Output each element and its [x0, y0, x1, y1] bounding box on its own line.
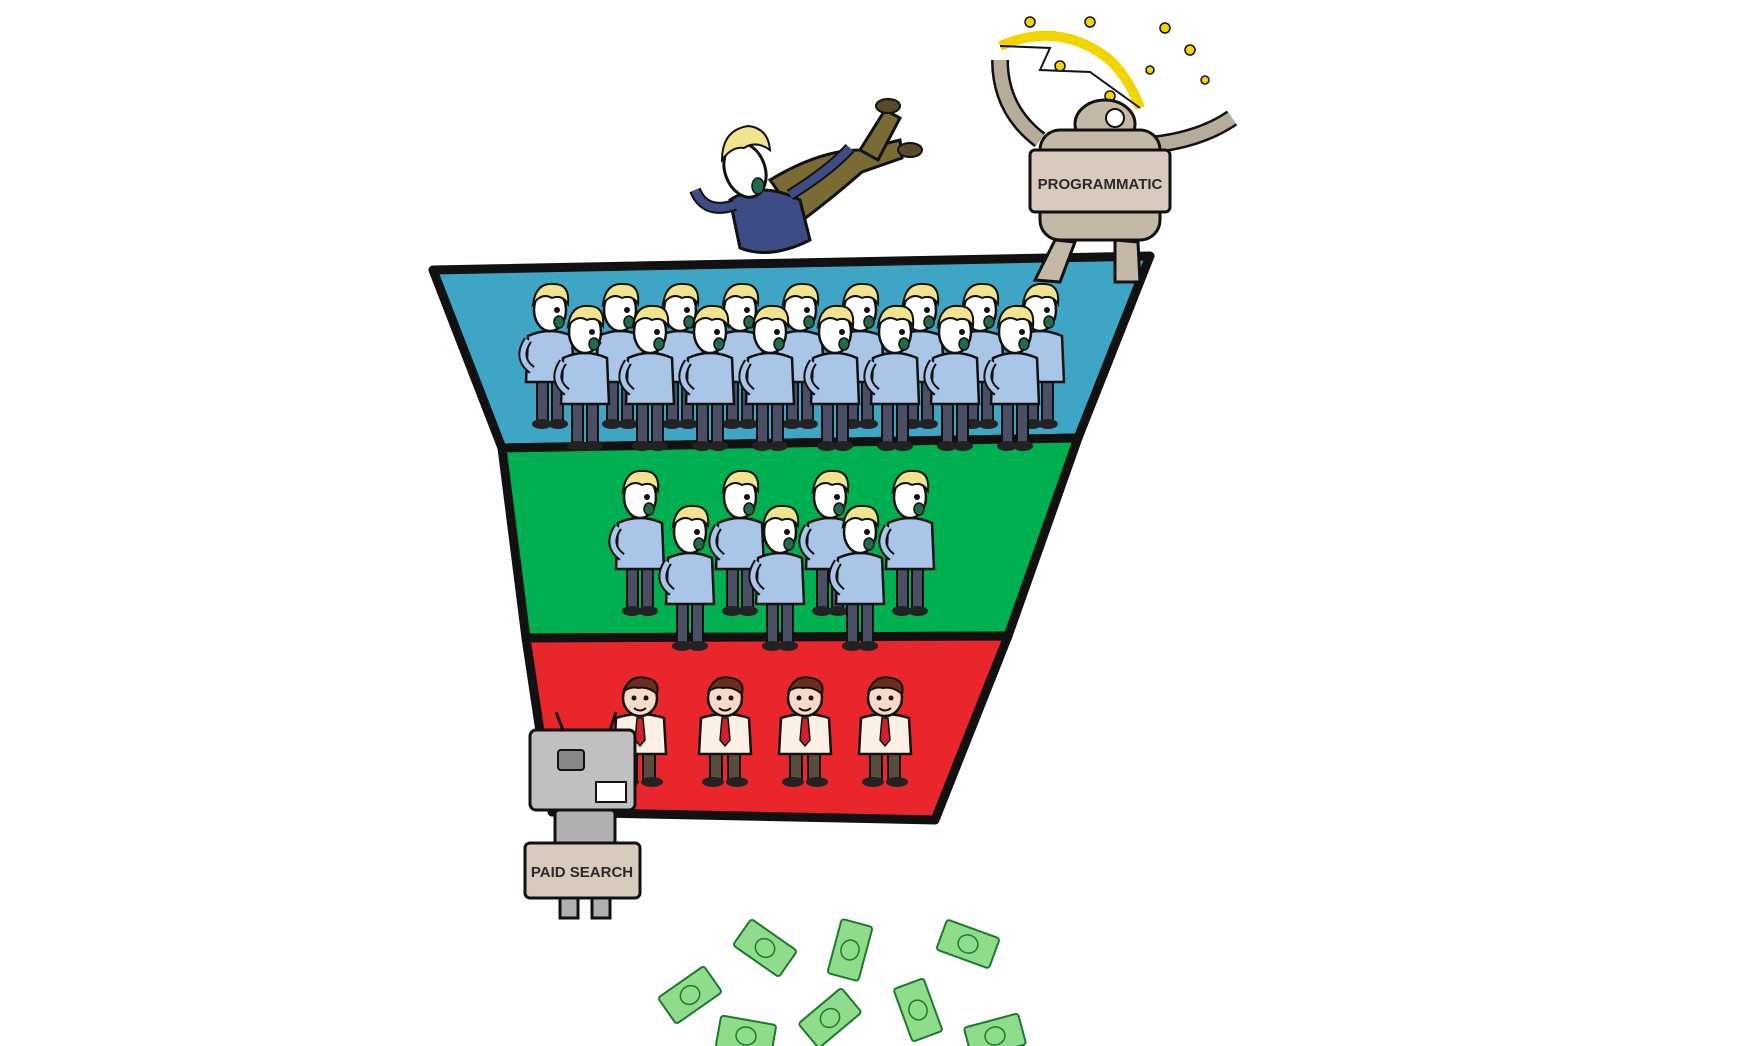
dollar-bill	[656, 964, 724, 1026]
lightning-bolt	[998, 30, 1145, 110]
crowd-top-tier	[523, 284, 1064, 451]
dollar-bill	[826, 917, 874, 983]
paid-search-sign-label: PAID SEARCH	[531, 864, 633, 881]
falling-money	[656, 917, 1028, 1046]
falling-man	[689, 98, 923, 254]
paid-search-robot: PAID SEARCH	[523, 711, 642, 920]
paid-search-sign	[523, 841, 642, 900]
dollar-bill	[935, 918, 1001, 970]
dollar-bill	[714, 1014, 778, 1046]
programmatic-robot: PROGRAMMATIC	[991, 16, 1238, 284]
programmatic-sign-label: PROGRAMMATIC	[1038, 176, 1163, 193]
dollar-bill	[797, 986, 863, 1046]
programmatic-sign	[1028, 148, 1172, 214]
dollar-bill	[962, 1012, 1028, 1046]
dollar-bill	[731, 917, 799, 979]
dollar-bill	[892, 977, 944, 1043]
